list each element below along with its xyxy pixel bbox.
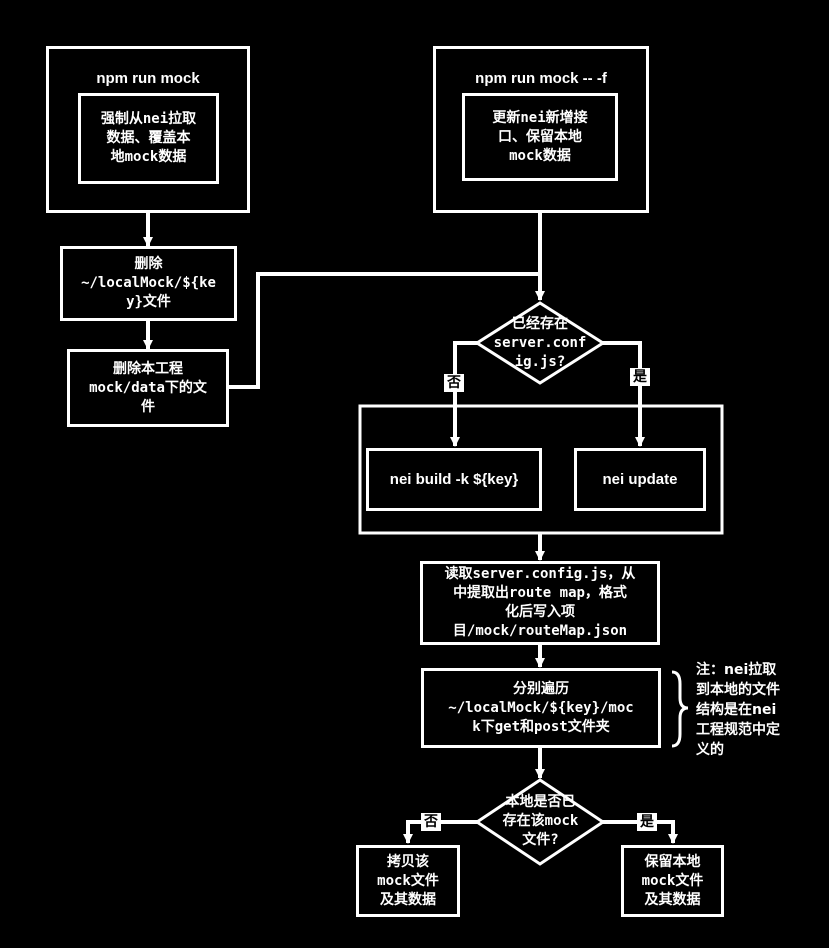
decision2-text: 本地是否已 存在该mock 文件? bbox=[502, 794, 579, 848]
arrow-decision2-yes bbox=[600, 820, 678, 844]
decision1-shape bbox=[474, 301, 606, 385]
npm-run-mock-f-box: npm run mock -- -f bbox=[433, 46, 649, 213]
npm-run-mock-title: npm run mock bbox=[96, 70, 200, 87]
npm-run-mock-box: npm run mock bbox=[46, 46, 250, 213]
note-text: 注：nei拉取 到本地的文件 结构是在nei 工程规范中定 义的 bbox=[696, 662, 780, 758]
decision1-no-tag: 否 bbox=[444, 374, 464, 392]
delete-localmock-box: 删除 ~/localMock/${ke y}文件 bbox=[60, 246, 237, 321]
delete-project-data-box: 删除本工程 mock/data下的文 件 bbox=[67, 349, 229, 427]
update-nei-box: 更新nei新增接 口、保留本地 mock数据 bbox=[462, 93, 618, 181]
read-config-box: 读取server.config.js，从 中提取出route map，格式 化后… bbox=[420, 561, 660, 645]
decision1-text: 已经存在 server.conf ig.js? bbox=[493, 316, 587, 370]
decision2-yes-tag: 是 bbox=[637, 813, 657, 831]
force-pull-box: 强制从nei拉取 数据、覆盖本 地mock数据 bbox=[78, 93, 219, 184]
note-brace bbox=[671, 670, 689, 748]
nei-update-box: nei update bbox=[574, 448, 706, 511]
keep-mock-box: 保留本地 mock文件 及其数据 bbox=[621, 845, 724, 917]
group-box bbox=[358, 404, 724, 535]
arrow-decision1-yes bbox=[600, 341, 645, 447]
connector-project-to-join bbox=[228, 272, 540, 389]
decision2-no-tag: 否 bbox=[421, 813, 441, 831]
nei-build-box: nei build -k ${key} bbox=[366, 448, 542, 511]
decision2-shape bbox=[474, 778, 606, 866]
arrow-decision2-no bbox=[403, 820, 480, 844]
arrow-decision1-no bbox=[450, 341, 480, 447]
traverse-box: 分别遍历 ~/localMock/${key}/moc k下get和post文件… bbox=[421, 668, 661, 748]
decision1-yes-tag: 是 bbox=[630, 368, 650, 386]
copy-mock-box: 拷贝该 mock文件 及其数据 bbox=[356, 845, 460, 917]
npm-run-mock-f-title: npm run mock -- -f bbox=[475, 70, 607, 87]
